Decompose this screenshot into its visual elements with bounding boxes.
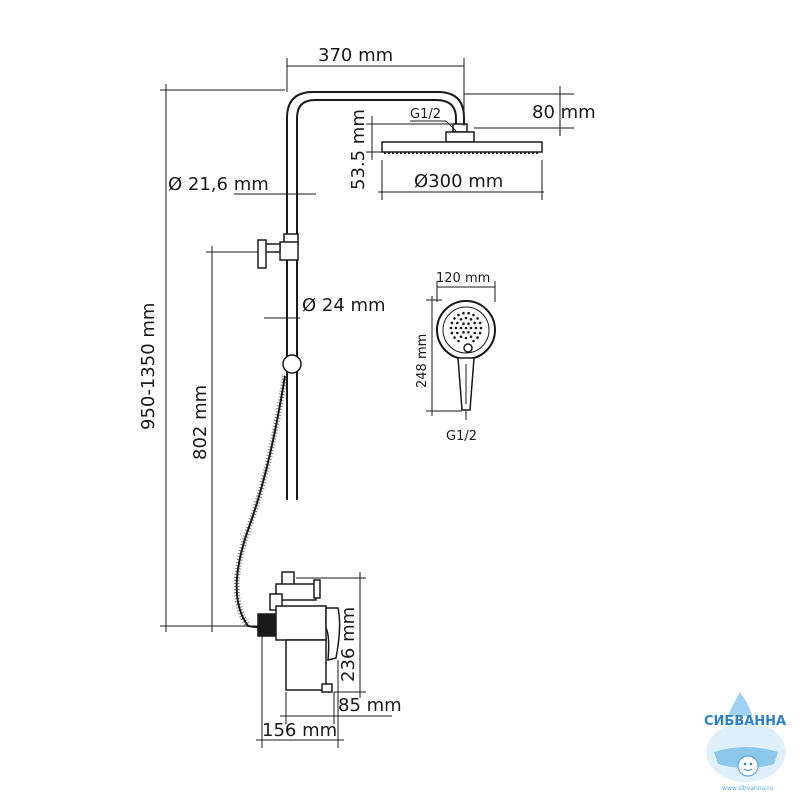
pipe-clamp (282, 354, 302, 374)
nozzle-dot (459, 318, 463, 321)
spray-mode-button (463, 343, 473, 353)
spout-depth-label: 85 mm (338, 695, 402, 716)
shower-arm-inner (296, 99, 457, 500)
nozzle-dot (472, 313, 475, 317)
nozzle-dot (462, 331, 465, 334)
mixer-lever (325, 607, 341, 661)
nozzle-dot (453, 336, 456, 339)
diverter-knob (313, 579, 321, 599)
head-thread-label: G1/2 (410, 107, 441, 122)
shower-hose (235, 375, 286, 629)
nozzle-dot (472, 339, 475, 343)
nozzle-dot (476, 317, 479, 320)
nozzle-dot (457, 339, 460, 343)
arm-length-label: 370 mm (318, 45, 393, 66)
handshower-holder (279, 241, 299, 261)
nozzle-dot (473, 321, 477, 325)
brand-logo: СИБВАННА www.sibvanna.ru (704, 692, 786, 792)
nozzle-dot (467, 311, 470, 315)
nozzle-dot (456, 331, 459, 335)
nozzle-dot (464, 336, 468, 340)
holder-height-label: 802 mm (190, 385, 211, 460)
nozzle-dot (454, 326, 458, 330)
nozzle-dot (469, 318, 473, 321)
nozzle-dot (467, 331, 470, 334)
spout-aerator (321, 683, 333, 693)
shower-arm (286, 91, 465, 500)
nozzle-dot (469, 335, 473, 339)
bath-spout (285, 639, 327, 691)
hand-shower-nozzles (449, 311, 483, 343)
nozzle-dot (479, 326, 483, 330)
nozzle-dot (478, 321, 482, 325)
nozzle-dot (450, 331, 454, 335)
nozzle-dot (449, 326, 453, 330)
head-diameter-label: Ø300 mm (414, 171, 503, 192)
nozzle-dot (474, 326, 478, 330)
nozzle-dot (476, 336, 479, 339)
mixer-width-label: 156 mm (262, 720, 337, 741)
nozzle-dot (459, 326, 463, 330)
head-thickness-label: 53.5 mm (348, 109, 369, 190)
arm-height-label: 80 mm (532, 102, 596, 123)
total-height-label: 950-1350 mm (138, 303, 159, 430)
nozzle-dot (450, 321, 454, 325)
nozzle-dot (469, 326, 473, 330)
head-swivel (445, 131, 475, 143)
holder-knob (257, 239, 267, 269)
nozzle-dot (457, 313, 460, 317)
hand-shower-face (442, 306, 490, 354)
lower-pipe-diameter-label: Ø 24 mm (302, 295, 386, 316)
nozzle-dot (456, 321, 459, 325)
nozzle-dot (478, 331, 482, 335)
nozzle-dot (459, 335, 463, 339)
hose-connector (257, 613, 277, 637)
mixer-body (275, 605, 327, 641)
nozzle-dot (462, 322, 465, 326)
logo-site-text: www.sibvanna.ru (722, 785, 774, 792)
nozzle-dot (473, 331, 477, 335)
nozzle-dot (464, 326, 468, 330)
upper-pipe-diameter-label: Ø 21,6 mm (168, 174, 269, 195)
nozzle-dot (467, 322, 470, 326)
mixer-height-label: 236 mm (338, 607, 359, 682)
nozzle-dot (453, 317, 456, 320)
logo-brand-text: СИБВАННА (704, 714, 786, 729)
hand-shower-thread-label: G1/2 (446, 429, 477, 444)
nozzle-dot (462, 311, 465, 315)
nozzle-dot (464, 316, 468, 320)
hand-shower-width-label: 120 mm (436, 271, 490, 286)
hand-shower-length-label: 248 mm (415, 334, 430, 388)
rain-shower-head (381, 141, 543, 153)
